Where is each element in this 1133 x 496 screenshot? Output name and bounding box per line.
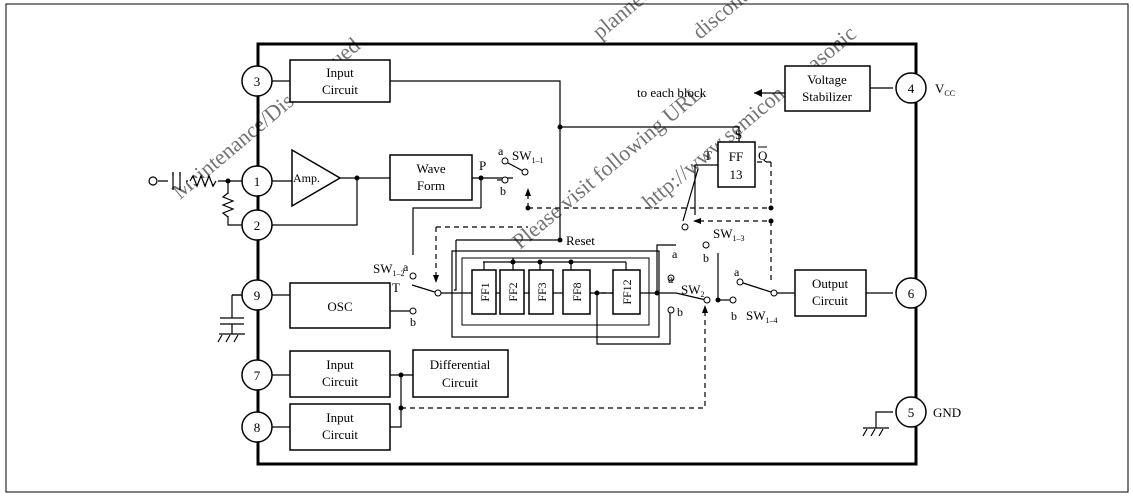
pin-8-label: 8 [254,420,261,435]
ff-chain: FF1 FF2 FF3 FF8 FF12 [471,269,641,315]
vcc-label: VCC [935,81,955,98]
arrows [433,89,762,313]
pins: 3 1 2 9 7 8 4 6 5 [241,65,927,443]
t-label-ff13: T [704,148,712,163]
svg-text:FF8: FF8 [570,282,584,301]
svg-text:Circuit: Circuit [442,375,478,390]
input-circuit-8-block: Input Circuit [289,403,391,451]
sw1-3-a: a [672,247,678,261]
input-network [148,172,235,218]
sw1-2-b: b [410,315,416,329]
pin-1: 1 [241,165,273,197]
osc-capacitor [217,295,245,343]
svg-text:Circuit: Circuit [322,427,358,442]
pin-5: 5 [895,396,927,428]
sw1-2-label: SW1–2 [373,261,405,278]
svg-text:Amp.: Amp. [293,171,320,185]
sw1-1-a: a [498,144,504,158]
pin-7: 7 [241,359,273,391]
pin-3: 3 [241,65,273,97]
svg-text:Form: Form [417,178,445,193]
ff8-block: FF8 [562,269,591,315]
svg-text:Input: Input [326,410,354,425]
differential-circuit-block: Differential Circuit [412,349,509,398]
voltage-stabilizer-block: Voltage Stabilizer [784,65,871,112]
pin-9-label: 9 [254,288,261,303]
outer-frame [5,3,1129,493]
sw1-3-label: SW1–3 [713,226,745,243]
svg-text:FF1: FF1 [478,282,492,301]
pin-8: 8 [241,411,273,443]
sw1-1-label: SW1–1 [512,148,544,165]
input-circuit-7-block: Input Circuit [289,350,391,398]
ff3-block: FF3 [528,269,554,315]
ff2-block: FF2 [499,269,525,315]
junction-dots [225,124,774,411]
svg-text:Input: Input [326,65,354,80]
to-each-block-label: to each block [637,85,707,100]
sw1-2-a: a [403,260,409,274]
gnd-label: GND [933,405,961,420]
amp-block: Amp. [291,148,342,208]
wave-form-block: Wave Form [389,154,473,201]
chip-outline [256,42,918,466]
sw2-b: b [677,305,683,319]
reset-label: Reset [566,233,595,248]
pin-4: 4 [895,72,927,104]
t-label-osc: T [392,280,400,295]
svg-text:FF3: FF3 [535,282,549,301]
qbar-label: Q [758,148,768,163]
svg-text:Stabilizer: Stabilizer [802,89,852,104]
switch-contacts [409,157,778,315]
pin-2: 2 [241,209,273,241]
svg-text:Output: Output [812,276,849,291]
sw2-label: SW2 [681,282,705,299]
svg-text:Circuit: Circuit [322,82,358,97]
svg-text:Voltage: Voltage [807,72,847,87]
ff12-block: FF12 [612,269,641,315]
svg-text:FF12: FF12 [620,279,634,304]
watermark: Maintenance/Discontinued Please visit fo… [167,0,861,254]
svg-text:Differential: Differential [430,357,491,372]
pin-6: 6 [895,277,927,309]
pin-7-label: 7 [254,368,261,383]
osc-block: OSC [289,282,391,329]
pin-4-label: 4 [908,81,915,96]
pin-3-label: 3 [254,74,261,89]
pin-9: 9 [241,279,273,311]
sw1-4-a: a [734,265,740,279]
s-label: S [735,127,742,142]
svg-text:Circuit: Circuit [812,293,848,308]
svg-text:OSC: OSC [327,299,352,314]
sw2-a: a [668,272,674,286]
svg-text:Wave: Wave [416,161,445,176]
ff13-t-wire [694,164,718,171]
ff13-block: FF 13 [717,141,756,188]
sw1-4-label: SW1–4 [746,308,778,325]
pin-2-label: 2 [254,218,261,233]
svg-text:FF2: FF2 [506,282,520,301]
pin-6-label: 6 [908,286,915,301]
sw1-1-b: b [500,184,506,198]
ff1-block: FF1 [471,269,497,315]
output-circuit-block: Output Circuit [794,269,867,317]
watermark-text-5: discontinued [687,0,789,44]
svg-text:FF: FF [729,149,743,164]
pin-1-label: 1 [254,174,261,189]
sw1-4-b: b [731,309,737,323]
ground-symbol [862,427,889,437]
svg-text:13: 13 [730,167,743,182]
input-circuit-top-block: Input Circuit [289,59,391,103]
sw1-3-b: b [703,251,709,265]
p-label: P [479,158,486,173]
svg-text:Input: Input [326,357,354,372]
pin-5-label: 5 [908,405,915,420]
svg-text:Circuit: Circuit [322,374,358,389]
